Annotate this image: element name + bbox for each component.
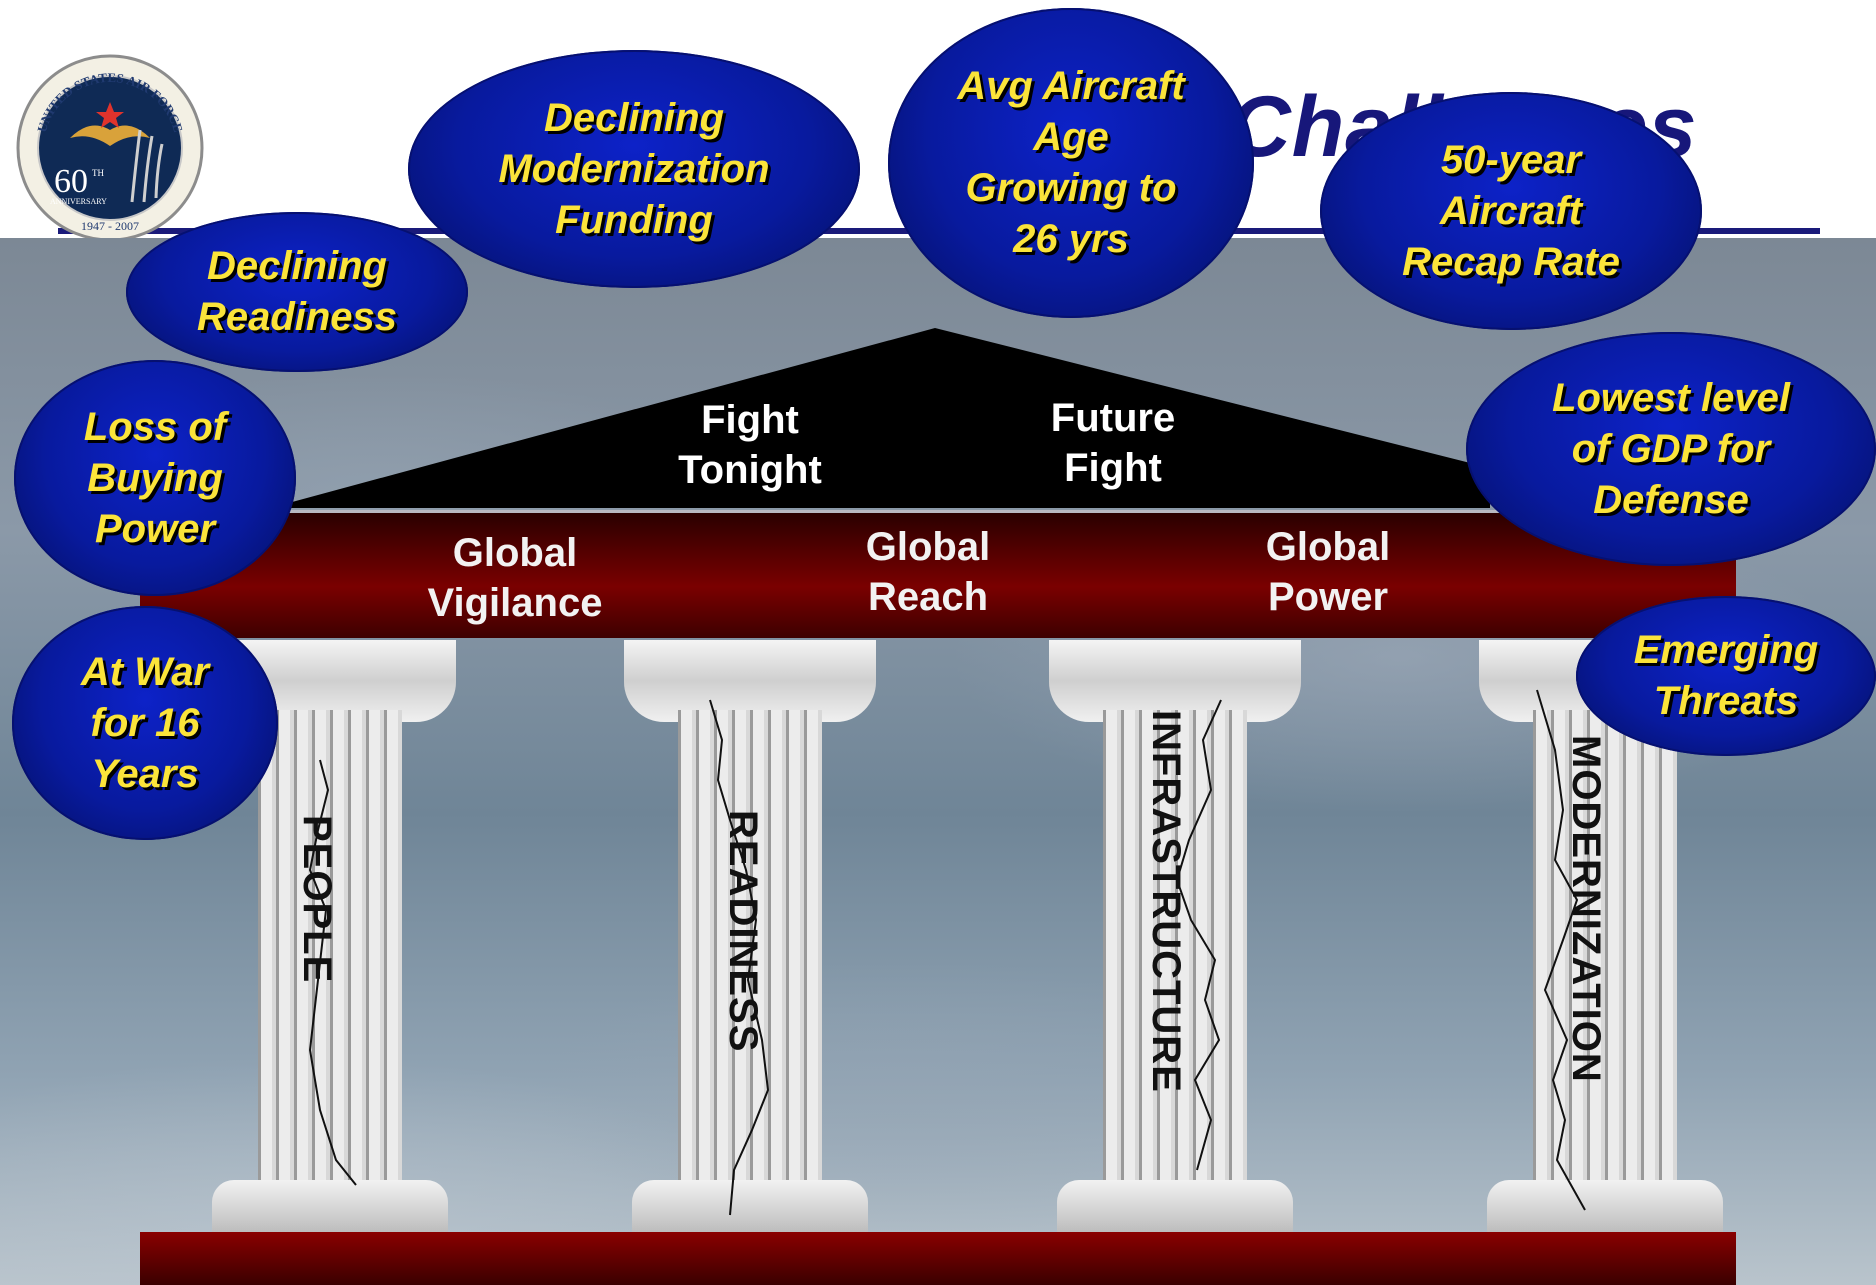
pillar-label-infrastructure: INFRASTRUCTURE: [1144, 710, 1188, 1093]
pillar-base: [632, 1180, 868, 1232]
pillar-label-people: PEOPLE: [295, 815, 339, 984]
logo-superscript: TH: [92, 168, 104, 178]
bubble-loss-of-buying-power: Loss of Buying Power: [14, 360, 296, 596]
entablature-label-global-reach: Global Reach: [865, 525, 991, 619]
pillar-capital: [624, 640, 876, 722]
bubble-text: At War for 16 Years: [80, 649, 210, 796]
bubble-text: 50-year Aircraft Recap Rate: [1402, 137, 1620, 284]
pillar-label-readiness: READINESS: [721, 810, 765, 1053]
pillar-base: [1057, 1180, 1293, 1232]
bubble-emerging-threats: Emerging Threats: [1576, 596, 1876, 756]
pillar-capital: [1049, 640, 1301, 722]
bubble-declining-readiness: Declining Readiness: [126, 212, 468, 372]
bubble-text: Declining Modernization Funding: [498, 95, 770, 242]
bubble-declining-modernization-funding: Declining Modernization Funding: [408, 50, 860, 288]
temple-roof: [270, 328, 1490, 508]
pillar-crack: [1536, 689, 1586, 1211]
pillar-base: [1487, 1180, 1723, 1232]
bubble-text: Lowest level of GDP for Defense: [1552, 375, 1790, 522]
bubble-text: Loss of Buying Power: [83, 404, 227, 551]
bubble-text: Emerging Threats: [1633, 628, 1819, 723]
temple-entablature: [140, 510, 1736, 638]
pillar-crack: [1175, 699, 1222, 1171]
logo-number: 60: [54, 163, 88, 200]
logo-subtitle: ANNIVERSARY: [50, 197, 107, 206]
pillar-shaft: [1103, 710, 1247, 1180]
bubble-text: Avg Aircraft Age Growing to 26 yrs: [957, 64, 1185, 261]
entablature-label-global-power: Global Power: [1265, 525, 1391, 619]
bubble-text: Declining Readiness: [196, 244, 398, 339]
pillar-modernization: MODERNIZATION: [1479, 640, 1731, 1232]
pillar-shaft: [1533, 710, 1677, 1180]
bubble-recap-rate: 50-year Aircraft Recap Rate: [1320, 92, 1702, 330]
pillar-crack: [709, 699, 770, 1216]
pillar-label-modernization: MODERNIZATION: [1564, 735, 1608, 1083]
bubble-avg-aircraft-age: Avg Aircraft Age Growing to 26 yrs: [888, 8, 1254, 318]
logo-years: 1947 - 2007: [81, 219, 139, 233]
pillar-base: [212, 1180, 448, 1232]
temple-base: [140, 1232, 1736, 1285]
pillar-shaft: [258, 710, 402, 1180]
bubble-lowest-gdp: Lowest level of GDP for Defense: [1466, 332, 1876, 566]
pillar-shaft: [678, 710, 822, 1180]
pillar-readiness: READINESS: [624, 640, 876, 1232]
air-force-60th-anniversary-logo: UNITED STATES AIR FORCE 60 TH ANNIVERSAR…: [14, 52, 206, 244]
pillar-people: PEOPLE: [204, 640, 456, 1232]
roof-label-future-fight: Future Fight: [1050, 396, 1176, 490]
roof-label-fight-tonight: Fight Tonight: [678, 398, 822, 492]
entablature-label-global-vigilance: Global Vigilance: [427, 531, 603, 625]
pillar-crack: [308, 759, 357, 1186]
pillar-infrastructure: INFRASTRUCTURE: [1049, 640, 1301, 1232]
bubble-at-war: At War for 16 Years: [12, 606, 278, 840]
